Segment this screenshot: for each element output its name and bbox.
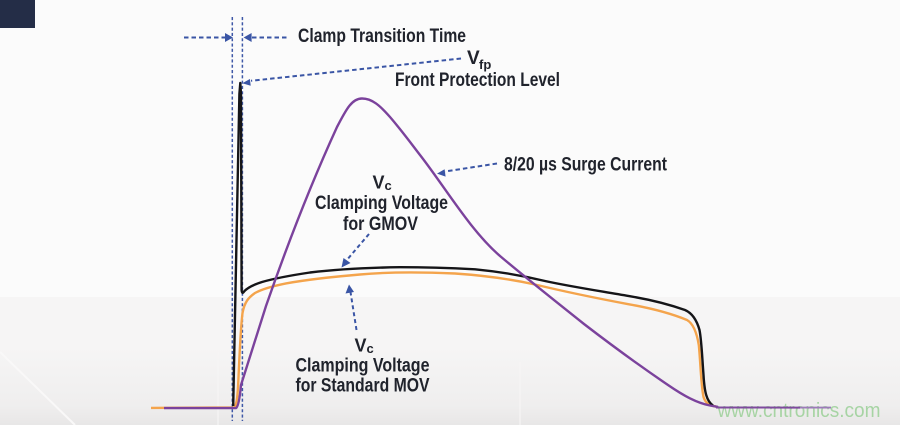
svg-text:for GMOV: for GMOV — [343, 214, 418, 235]
svg-text:www.cntronics.com: www.cntronics.com — [717, 400, 881, 422]
svg-text:Clamping Voltage: Clamping Voltage — [296, 356, 430, 377]
svg-text:Clamp Transition Time: Clamp Transition Time — [298, 26, 466, 47]
svg-text:Clamping Voltage: Clamping Voltage — [315, 193, 448, 214]
svg-text:V: V — [373, 173, 385, 193]
svg-text:c: c — [367, 341, 374, 356]
svg-text:for Standard MOV: for Standard MOV — [296, 376, 430, 397]
svg-text:Front Protection Level: Front Protection Level — [395, 70, 560, 91]
svg-text:V: V — [355, 336, 367, 356]
svg-text:8/20 µs Surge Current: 8/20 µs Surge Current — [504, 155, 668, 176]
svg-text:fp: fp — [479, 57, 491, 72]
svg-text:V: V — [467, 48, 480, 69]
svg-text:c: c — [385, 178, 392, 193]
